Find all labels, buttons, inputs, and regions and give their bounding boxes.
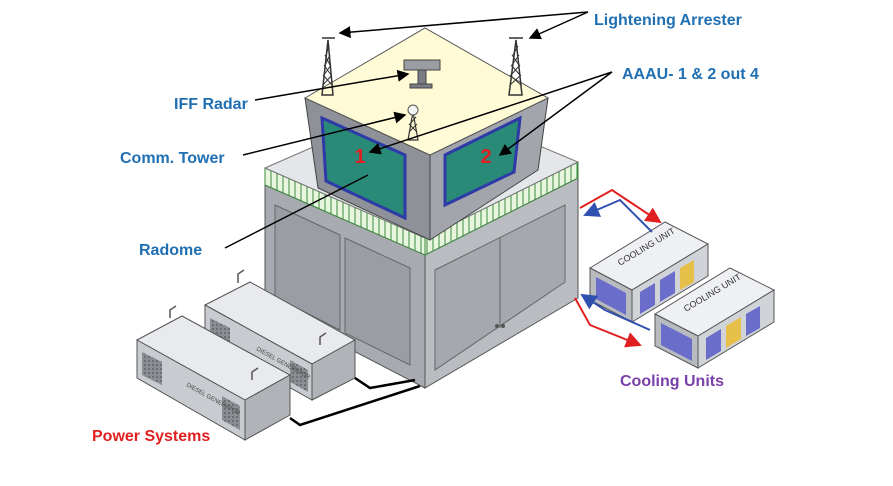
comm-tower bbox=[407, 104, 419, 141]
power-cable-back bbox=[354, 376, 416, 390]
lightning-arrester-left bbox=[321, 37, 335, 96]
label-aaau: AAAU- 1 & 2 out 4 bbox=[622, 66, 759, 83]
antenna-number-2: 2 bbox=[480, 146, 491, 168]
antenna-panel-2: 2 bbox=[443, 115, 522, 208]
antenna-panel-1: 1 bbox=[320, 115, 407, 221]
lightning-arrester-right bbox=[508, 37, 523, 96]
antenna-number-1: 1 bbox=[354, 146, 365, 168]
power-cable-front bbox=[289, 384, 421, 427]
diesel-generator-front: DIESEL GENERATOR bbox=[135, 305, 292, 441]
label-radome: Radome bbox=[139, 242, 202, 259]
label-lightening-arrester: Lightening Arrester bbox=[594, 12, 742, 29]
leader-lines bbox=[224, 11, 613, 249]
label-cooling-units: Cooling Units bbox=[620, 373, 724, 390]
cooling-flow-arrows bbox=[574, 188, 662, 348]
label-comm-tower: Comm. Tower bbox=[120, 150, 225, 167]
label-iff-radar: IFF Radar bbox=[174, 96, 248, 113]
label-power-systems: Power Systems bbox=[92, 428, 210, 445]
iff-radar-antenna bbox=[403, 59, 441, 89]
